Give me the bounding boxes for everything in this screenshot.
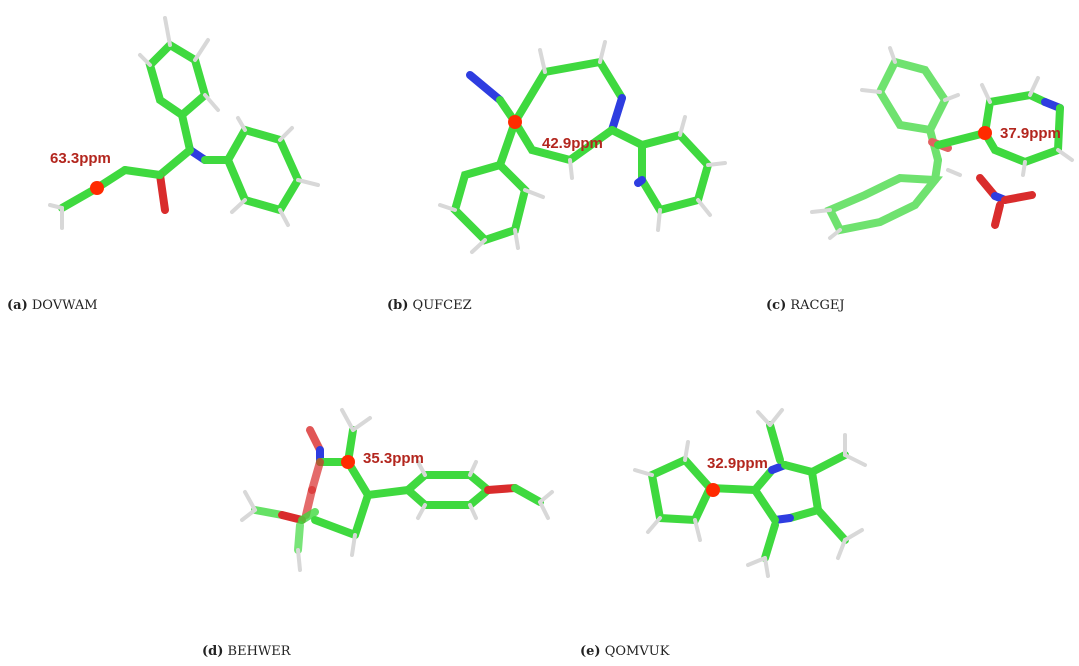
caption-c: (c) RACGEJ — [766, 298, 845, 313]
caption-name: BEHWER — [227, 644, 291, 659]
panel-a-molecule: 63.3ppm — [0, 0, 360, 260]
panel-e-molecule: 32.9ppm — [600, 380, 880, 600]
panel-c-molecule: 37.9ppm — [720, 0, 1079, 260]
panel-d-molecule: 35.3ppm — [220, 380, 560, 600]
highlight-atom — [508, 115, 522, 129]
caption-label: (e) — [580, 644, 601, 659]
molecule-c-drawing: 37.9ppm — [810, 46, 1074, 240]
molecule-a-drawing: 63.3ppm — [48, 16, 320, 230]
shift-label: 32.9ppm — [707, 455, 768, 472]
caption-name: DOVWAM — [31, 298, 98, 313]
highlight-atom — [90, 181, 104, 195]
molecule-d-drawing: 35.3ppm — [240, 408, 554, 572]
caption-a: (a) DOVWAM — [7, 298, 98, 313]
caption-label: (d) — [202, 644, 224, 659]
caption-name: QOMVUK — [604, 644, 670, 659]
highlight-atom — [978, 126, 992, 140]
caption-label: (b) — [387, 298, 409, 313]
caption-label: (c) — [766, 298, 787, 313]
caption-b: (b) QUFCEZ — [387, 298, 472, 313]
molecule-b-drawing: 42.9ppm — [438, 40, 727, 254]
caption-name: RACGEJ — [790, 298, 845, 313]
shift-label: 42.9ppm — [542, 135, 603, 152]
highlight-atom — [706, 483, 720, 497]
panel-b-molecule: 42.9ppm — [360, 0, 727, 260]
caption-e: (e) QOMVUK — [580, 644, 669, 659]
caption-label: (a) — [7, 298, 28, 313]
molecule-e-drawing: 32.9ppm — [633, 408, 867, 578]
caption-name: QUFCEZ — [412, 298, 472, 313]
shift-label: 37.9ppm — [1000, 125, 1061, 142]
caption-d: (d) BEHWER — [202, 644, 291, 659]
shift-label: 63.3ppm — [50, 150, 111, 167]
shift-label: 35.3ppm — [363, 450, 424, 467]
highlight-atom — [341, 455, 355, 469]
